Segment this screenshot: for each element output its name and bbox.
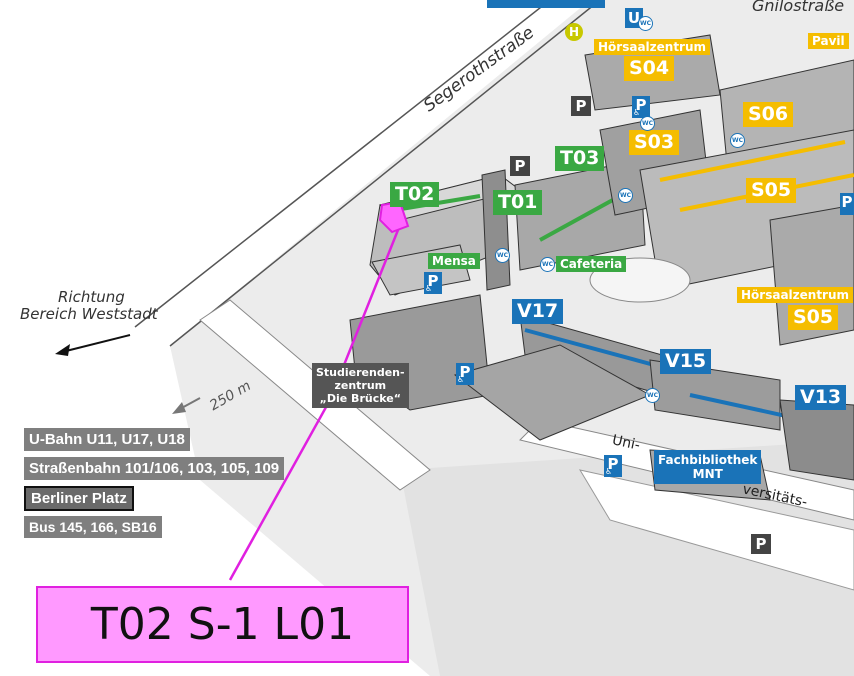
building-s04-label: S04 [624, 56, 675, 81]
wc-icon-6: WC [540, 257, 555, 272]
transit-ubahn: U-Bahn U11, U17, U18 [24, 428, 190, 451]
street-gnilostrasse: Gnilostraße [752, 0, 845, 15]
building-t03-label: T03 [555, 146, 605, 171]
wheelchair-icon-2: ♿ [425, 284, 433, 293]
hoersaal-s05-label: Hörsaalzentrum [737, 287, 854, 303]
distance-arrowhead [172, 402, 186, 414]
parking-disabled-icon-3: P♿ [456, 363, 474, 385]
wheelchair-icon-3: ♿ [457, 375, 465, 384]
parking-disabled-icon-4: P♿ [604, 455, 622, 477]
studierenden-line3: „Die Brücke“ [319, 392, 401, 405]
lower-plaza [578, 469, 854, 591]
wheelchair-icon-4: ♿ [605, 467, 613, 476]
building-s05-label: S05 [746, 178, 797, 203]
v13-building [779, 399, 854, 481]
pavillon-label: Pavil [808, 33, 849, 49]
main-road-edge-2 [134, 0, 551, 328]
transit-bus: Bus 145, 166, SB16 [24, 516, 162, 538]
parking-letter-4: P [607, 455, 619, 473]
fachbibliothek-line2: MNT [692, 467, 723, 481]
haltestelle-icon: H [565, 23, 583, 41]
weststadt-arrow-line [61, 334, 131, 353]
building-v13-label: V13 [795, 385, 847, 410]
transit-stop: Berliner Platz [24, 486, 134, 511]
parking-letter-2: P [427, 272, 439, 290]
building-t01-label: T01 [493, 190, 543, 215]
building-s05b-label: S05 [788, 305, 839, 330]
parking-letter-3: P [459, 363, 471, 381]
mensa-label: Mensa [428, 253, 480, 269]
parking-icon-3: P [751, 534, 771, 554]
room-callout: T02 S-1 L01 [36, 586, 409, 663]
parking-disabled-icon-5: P [840, 193, 854, 215]
parking-icon-2: P [510, 156, 530, 176]
parking-icon-1: P [571, 96, 591, 116]
wc-icon-5: WC [495, 248, 510, 263]
building-v17-label: V17 [512, 299, 564, 324]
south-ground [400, 440, 854, 676]
wc-icon-7: WC [645, 388, 660, 403]
studierenden-line2: zentrum [334, 379, 387, 392]
parking-letter-1: P [635, 96, 647, 114]
wc-icon-2: WC [640, 116, 655, 131]
main-road-edge-1 [169, 0, 601, 347]
parking-letter-5: P [841, 193, 853, 211]
s05-yellow-line [659, 140, 846, 182]
cafeteria-label: Cafeteria [556, 256, 627, 272]
parking-disabled-icon-1: P♿ [632, 96, 650, 118]
direction-line1: Richtung [58, 288, 125, 306]
building-v15-label: V15 [660, 349, 712, 374]
building-t02-label: T02 [390, 182, 440, 207]
wc-icon-3: WC [730, 133, 745, 148]
t01-tower [481, 169, 511, 291]
direction-line2: Bereich Weststadt [20, 305, 158, 323]
weststadt-arrowhead [55, 344, 70, 356]
building-s06-label: S06 [743, 102, 794, 127]
wheelchair-icon-1: ♿ [633, 108, 641, 117]
studierenden-line1: Studierenden- [316, 366, 405, 379]
fachbibliothek-label: Fachbibliothek MNT [654, 450, 762, 484]
parking-disabled-icon-2: P♿ [424, 272, 442, 294]
studierenden-zentrum-label: Studierenden- zentrum „Die Brücke“ [312, 363, 409, 408]
fachbibliothek-line1: Fachbibliothek [658, 453, 758, 467]
wc-icon-4: WC [618, 188, 633, 203]
top-blue-badge [487, 0, 605, 8]
wc-icon-1: WC [638, 16, 653, 31]
hoersaal-s04-label: Hörsaalzentrum [594, 39, 711, 55]
transit-tram: Straßenbahn 101/106, 103, 105, 109 [24, 457, 285, 480]
building-s03-label: S03 [629, 130, 680, 155]
